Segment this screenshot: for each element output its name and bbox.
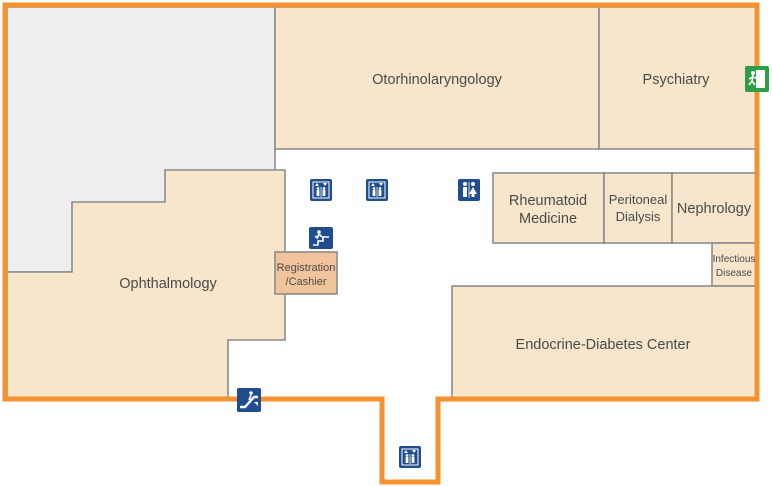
label-registration-line1: Registration — [277, 262, 336, 274]
elevator-icon[interactable] — [398, 445, 422, 469]
escalator-icon[interactable] — [237, 388, 261, 412]
stairs-icon[interactable] — [309, 227, 333, 249]
room-peritoneal-dialysis[interactable] — [603, 172, 673, 244]
label-rheumatoid-line1: Rheumatoid — [509, 193, 587, 209]
label-peritoneal-line2: Dialysis — [616, 209, 661, 224]
room-nephrology[interactable] — [671, 172, 758, 244]
label-registration-line2: /Cashier — [286, 276, 327, 288]
label-psychiatry: Psychiatry — [643, 72, 711, 88]
floor-outline — [2, 2, 760, 485]
label-ophthalmology: Ophthalmology — [119, 276, 217, 292]
room-rheumatoid-medicine[interactable] — [492, 172, 605, 244]
elevator-icon[interactable] — [365, 178, 389, 202]
label-infectious-line1: Infectious — [713, 254, 756, 265]
label-otorhinolaryngology: Otorhinolaryngology — [372, 72, 503, 88]
emergency-exit-icon[interactable] — [745, 66, 769, 92]
label-infectious-line2: Disease — [716, 268, 753, 279]
room-infectious-disease[interactable] — [711, 242, 758, 287]
label-rheumatoid-line2: Medicine — [519, 211, 577, 227]
elevator-icon[interactable] — [309, 178, 333, 202]
label-peritoneal-line1: Peritoneal — [609, 192, 668, 207]
restroom-icon[interactable] — [458, 179, 480, 201]
room-otorhinolaryngology[interactable] — [274, 6, 600, 150]
label-nephrology: Nephrology — [677, 201, 752, 217]
label-endocrine-diabetes-center: Endocrine-Diabetes Center — [516, 337, 691, 353]
room-psychiatry[interactable] — [598, 6, 758, 150]
room-registration-cashier[interactable] — [274, 251, 338, 295]
